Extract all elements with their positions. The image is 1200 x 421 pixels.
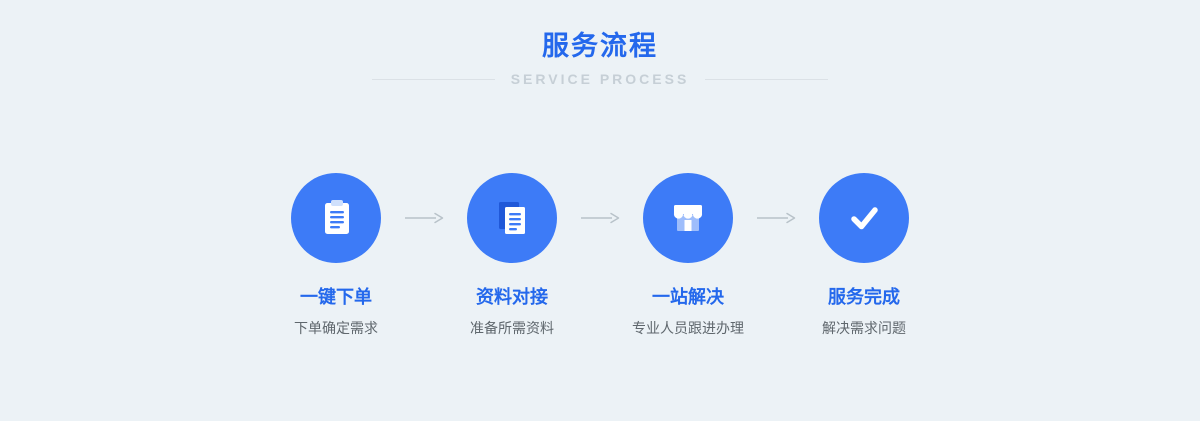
flow-arrow-icon (581, 212, 620, 224)
section-title: 服务流程 (542, 31, 658, 61)
section-header: 服务流程 SERVICE PROCESS (0, 0, 1200, 87)
step-desc: 解决需求问题 (822, 320, 906, 337)
step-title: 一站解决 (652, 287, 724, 308)
step-circle (467, 173, 557, 264)
step-data-docking: 资料对接 准备所需资料 (442, 173, 582, 338)
flow-arrow-icon (405, 212, 444, 224)
step-desc: 下单确定需求 (294, 320, 378, 337)
step-desc: 准备所需资料 (470, 320, 554, 337)
flow-arrow-icon (757, 212, 796, 224)
documents-icon (499, 202, 525, 235)
section-subtitle: SERVICE PROCESS (510, 71, 690, 88)
step-desc: 专业人员跟进办理 (632, 320, 744, 337)
step-one-stop-solution: 一站解决 专业人员跟进办理 (618, 173, 758, 338)
step-circle (291, 173, 381, 264)
section-subtitle-row: SERVICE PROCESS (372, 71, 828, 87)
step-service-complete: 服务完成 解决需求问题 (794, 173, 934, 338)
step-title: 资料对接 (476, 287, 548, 308)
checkmark-icon (851, 207, 878, 230)
step-title: 服务完成 (828, 287, 900, 308)
clipboard-icon (325, 200, 349, 235)
step-circle (819, 173, 909, 264)
step-one-click-order: 一键下单 下单确定需求 (266, 173, 406, 338)
step-circle (643, 173, 733, 264)
process-flow: 一键下单 下单确定需求 资料对接 准备所需资料 (0, 173, 1200, 338)
divider-line-right (705, 78, 828, 80)
divider-line-left (372, 78, 495, 80)
step-title: 一键下单 (300, 287, 372, 308)
storefront-icon (673, 205, 703, 232)
